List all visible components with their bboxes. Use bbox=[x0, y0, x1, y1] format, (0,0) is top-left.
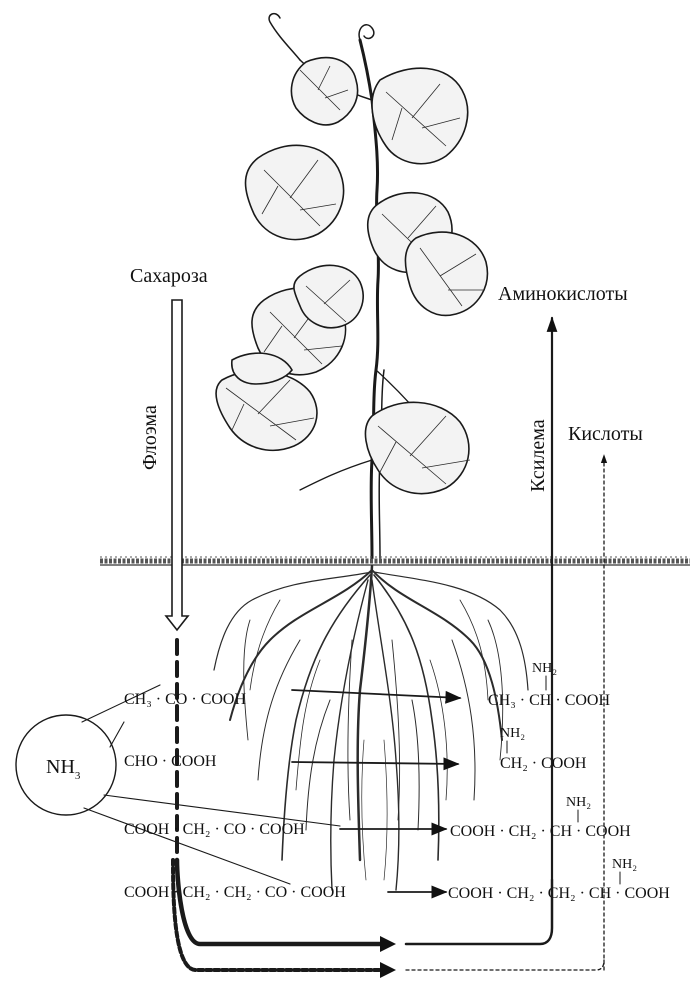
flow-line-dashed bbox=[406, 960, 604, 970]
plant-illustration bbox=[216, 14, 487, 558]
amino-acid-formula: COOH · CH₂ · CH₂ · CH · COOH bbox=[448, 885, 670, 902]
soil-surface bbox=[100, 557, 690, 565]
amino-acid-product: NH₂ CH₂ · COOH bbox=[500, 726, 587, 772]
amino-acid-product: NH₂ COOH · CH₂ · CH₂ · CH · COOH bbox=[448, 857, 670, 902]
amino-acid-formula: CH₂ · COOH bbox=[500, 755, 587, 772]
tendril bbox=[269, 14, 300, 60]
bottom-dashed-flow bbox=[173, 860, 604, 978]
amino-acids-label: Аминокислоты bbox=[498, 283, 628, 305]
xylem-label: Ксилема bbox=[527, 419, 549, 492]
tendril bbox=[359, 25, 374, 40]
phloem-label: Флоэма bbox=[139, 405, 161, 470]
bottom-solid-flow bbox=[177, 860, 552, 952]
phloem-hollow-arrow bbox=[166, 300, 188, 630]
keto-acid-formula: COOH · CH₂ · CH₂ · CO · COOH bbox=[124, 884, 346, 901]
leaf bbox=[291, 58, 357, 125]
acids-label: Кислоты bbox=[568, 423, 643, 445]
amino-acid-formula: CH₃ · CH · COOH bbox=[488, 692, 610, 709]
branch bbox=[300, 460, 372, 490]
amino-group-label: NH₂ bbox=[500, 726, 525, 741]
flow-line-dashed bbox=[173, 860, 382, 970]
ammonia-connector bbox=[110, 722, 124, 747]
conversion-arrow bbox=[292, 690, 460, 698]
ammonia-connector bbox=[84, 808, 290, 884]
amino-acid-formula: COOH · CH₂ · CH · COOH bbox=[450, 823, 631, 840]
amino-group-label: NH₂ bbox=[612, 857, 637, 872]
amino-group-label: NH₂ bbox=[532, 661, 557, 676]
leaf bbox=[405, 232, 487, 315]
ammonia-circle: NH3 bbox=[16, 715, 116, 815]
keto-acid-formula: CHO · COOH bbox=[124, 753, 217, 770]
flow-arrowhead bbox=[380, 962, 396, 978]
keto-acid-formula: CH₃ · CO · COOH bbox=[124, 691, 246, 708]
flow-arrowhead bbox=[380, 936, 396, 952]
flow-line-solid bbox=[177, 860, 382, 944]
root-system bbox=[214, 566, 528, 890]
amino-group-label: NH₂ bbox=[566, 795, 591, 810]
leaf bbox=[246, 145, 344, 239]
sucrose-label: Сахароза bbox=[130, 265, 208, 287]
leaf bbox=[365, 402, 470, 493]
keto-acid-formula: COOH · CH₂ · CO · COOH bbox=[124, 821, 305, 838]
leaf bbox=[372, 68, 468, 164]
amino-acid-product: NH₂ CH₃ · CH · COOH bbox=[488, 661, 610, 709]
conversion-arrow bbox=[292, 762, 458, 764]
